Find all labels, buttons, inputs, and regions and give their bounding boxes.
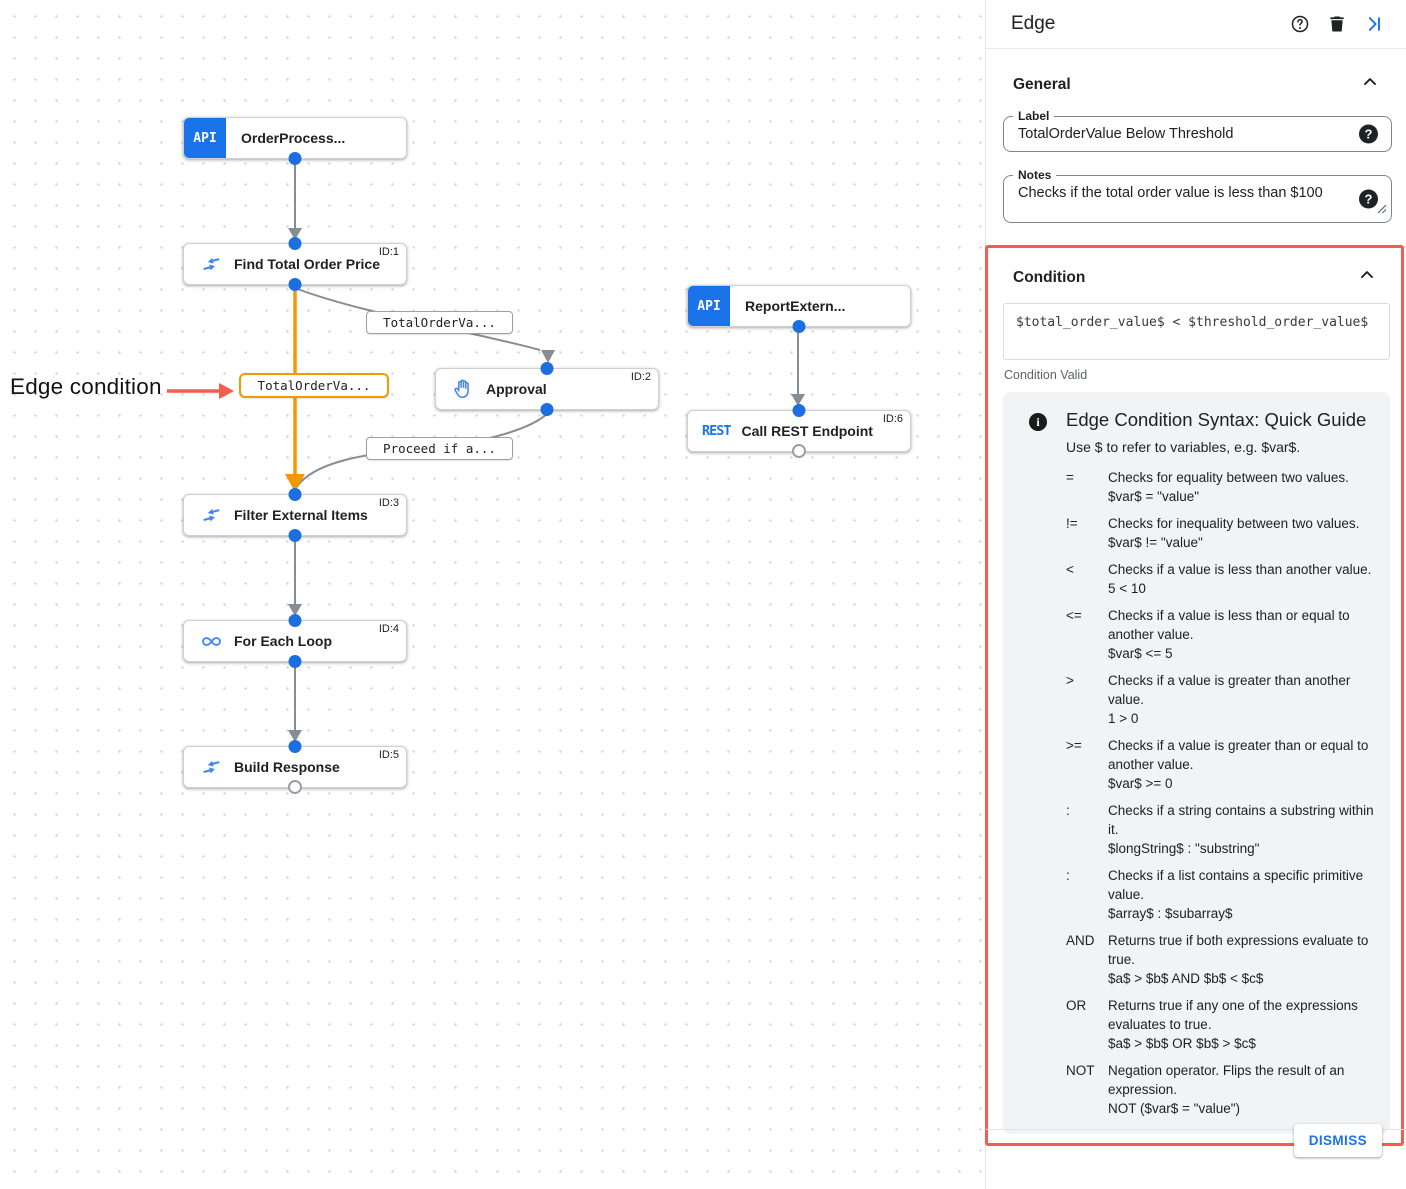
condition-section-highlight: Condition $total_order_value$ < $thresho… [985,245,1404,1146]
edge-label-totalordervalue-selected[interactable]: TotalOrderVa... [239,373,389,398]
panel-header: Edge [986,0,1406,49]
condition-syntax-guide: i Edge Condition Syntax: Quick Guide Use… [1003,392,1390,1134]
guide-row: :Checks if a string contains a substring… [1066,803,1374,856]
api-icon: API [184,118,226,158]
node-find-total-order-price[interactable]: Find Total Order Price ID:1 [183,237,407,291]
info-icon: i [1029,413,1047,431]
node-id-badge: ID:5 [378,749,399,761]
node-id-badge: ID:4 [378,623,399,635]
label-field[interactable]: Label TotalOrderValue Below Threshold ? [1003,109,1392,152]
notes-field-label: Notes [1013,168,1057,182]
flow-canvas[interactable]: API OrderProcess... Find Total Order Pri… [0,0,985,1189]
node-id-badge: ID:1 [378,246,399,258]
help-icon[interactable] [1290,14,1310,34]
node-build-response[interactable]: Build Response ID:5 [183,740,407,794]
panel-title: Edge [1011,13,1056,34]
guide-row: >=Checks if a value is greater than or e… [1066,738,1369,791]
connector-dot[interactable] [288,237,302,250]
connector-dot[interactable] [792,444,806,458]
node-id-badge: ID:2 [630,371,651,383]
edge-label-proceed-if[interactable]: Proceed if a... [366,437,513,460]
connector-dot[interactable] [288,780,302,794]
condition-valid-status: Condition Valid [1004,368,1088,382]
general-heading: General [1013,75,1071,93]
loop-icon [198,630,224,653]
general-section-header[interactable]: General [1013,72,1380,97]
chevron-up-icon[interactable] [1360,72,1380,97]
condition-expression-input[interactable]: $total_order_value$ < $threshold_order_v… [1003,303,1390,360]
guide-row: >Checks if a value is greater than anoth… [1066,673,1351,726]
edge-condition-annotation: Edge condition [10,374,162,399]
connector-dot[interactable] [288,152,302,165]
label-field-value[interactable]: TotalOrderValue Below Threshold [1018,126,1234,142]
edge-label-totalordervalue-approval[interactable]: TotalOrderVa... [366,311,513,334]
condition-section-header[interactable]: Condition [1013,265,1377,290]
data-mapping-icon [198,254,224,275]
resize-handle-icon[interactable] [1377,201,1387,219]
guide-title: Edge Condition Syntax: Quick Guide [1066,409,1367,430]
guide-subtitle: Use $ to refer to variables, e.g. $var$. [1066,439,1301,455]
guide-row: <Checks if a value is less than another … [1066,562,1372,596]
panel-footer-divider [986,1129,1406,1130]
connector-dot[interactable] [288,614,302,627]
node-id-badge: ID:6 [882,413,903,425]
delete-icon[interactable] [1327,14,1347,34]
connector-dot[interactable] [288,278,302,291]
node-filter-external-items[interactable]: Filter External Items ID:3 [183,488,407,542]
connector-dot[interactable] [288,529,302,542]
notes-field[interactable]: Notes Checks if the total order value is… [1003,168,1392,223]
label-field-label: Label [1013,109,1055,123]
notes-field-value[interactable]: Checks if the total order value is less … [1018,185,1323,201]
connector-dot[interactable] [288,488,302,501]
edges-layer [167,160,805,742]
node-approval[interactable]: Approval ID:2 [435,362,659,416]
guide-row: =Checks for equality between two values.… [1066,470,1349,504]
data-mapping-icon [198,505,224,526]
condition-heading: Condition [1013,268,1086,286]
rest-icon: REST [702,423,731,439]
data-mapping-icon [198,757,224,778]
node-call-rest-endpoint[interactable]: REST Call REST Endpoint ID:6 [687,404,911,458]
api-icon: API [688,286,730,326]
connector-dot[interactable] [288,655,302,668]
connector-dot[interactable] [288,740,302,753]
collapse-panel-icon[interactable] [1364,14,1384,34]
edge-properties-panel: Edge General Label TotalOrderVa [985,0,1406,1189]
node-for-each-loop[interactable]: For Each Loop ID:4 [183,614,407,668]
guide-row: !=Checks for inequality between two valu… [1066,516,1360,550]
connector-dot[interactable] [540,403,554,416]
label-help-icon[interactable]: ? [1359,124,1378,144]
connector-dot[interactable] [792,404,806,417]
guide-rows: =Checks for equality between two values.… [1066,468,1378,1118]
hand-approval-icon [450,378,476,400]
connector-dot[interactable] [540,362,554,375]
guide-row: :Checks if a list contains a specific pr… [1066,868,1364,921]
node-id-badge: ID:3 [378,497,399,509]
connector-dot[interactable] [792,320,806,333]
dismiss-button[interactable]: DISMISS [1293,1124,1382,1157]
guide-row: <=Checks if a value is less than or equa… [1066,608,1350,661]
chevron-up-icon[interactable] [1357,265,1377,290]
notes-help-icon[interactable]: ? [1359,189,1378,209]
node-order-process[interactable]: API OrderProcess... [183,117,407,165]
node-report-external[interactable]: API ReportExtern... [687,285,911,333]
